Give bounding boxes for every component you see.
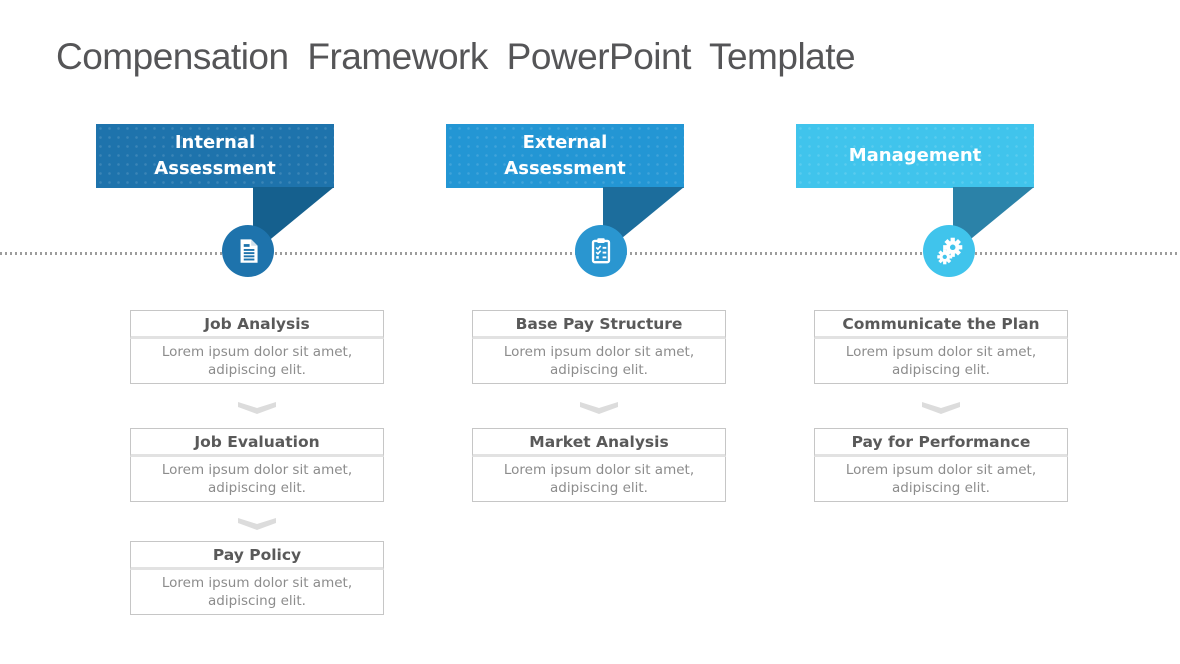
step-title-communicate-the-plan: Communicate the Plan xyxy=(814,310,1068,339)
step-title-job-evaluation: Job Evaluation xyxy=(130,428,384,457)
chevron-down-icon xyxy=(922,402,960,414)
step-body-pay-policy: Lorem ipsum dolor sit amet, adipiscing e… xyxy=(130,570,384,615)
clipboard-checklist-icon xyxy=(591,238,611,264)
chevron-down-icon xyxy=(238,518,276,530)
banner-label: External Assessment xyxy=(504,132,626,179)
step-title-base-pay-structure: Base Pay Structure xyxy=(472,310,726,339)
gears-icon xyxy=(937,237,963,265)
gears-icon-badge xyxy=(923,225,975,277)
banner-management: Management xyxy=(796,124,1034,188)
banner-external-assessment: External Assessment xyxy=(446,124,684,188)
step-body-communicate-the-plan: Lorem ipsum dolor sit amet, adipiscing e… xyxy=(814,339,1068,384)
banner-internal-assessment: Internal Assessment xyxy=(96,124,334,188)
step-title-job-analysis: Job Analysis xyxy=(130,310,384,339)
step-body-job-analysis: Lorem ipsum dolor sit amet, adipiscing e… xyxy=(130,339,384,384)
slide-title: Compensation Framework PowerPoint Templa… xyxy=(56,36,856,77)
banner-label: Management xyxy=(848,145,982,167)
step-body-base-pay-structure: Lorem ipsum dolor sit amet, adipiscing e… xyxy=(472,339,726,384)
document-icon xyxy=(240,239,258,263)
step-body-pay-for-performance: Lorem ipsum dolor sit amet, adipiscing e… xyxy=(814,457,1068,502)
step-title-pay-policy: Pay Policy xyxy=(130,541,384,570)
step-title-pay-for-performance: Pay for Performance xyxy=(814,428,1068,457)
chevron-down-icon xyxy=(580,402,618,414)
chevron-down-icon xyxy=(238,402,276,414)
step-body-market-analysis: Lorem ipsum dolor sit amet, adipiscing e… xyxy=(472,457,726,502)
step-title-market-analysis: Market Analysis xyxy=(472,428,726,457)
banner-label: Internal Assessment xyxy=(154,132,276,179)
document-icon-badge xyxy=(222,225,274,277)
step-body-job-evaluation: Lorem ipsum dolor sit amet, adipiscing e… xyxy=(130,457,384,502)
clipboard-icon-badge xyxy=(575,225,627,277)
